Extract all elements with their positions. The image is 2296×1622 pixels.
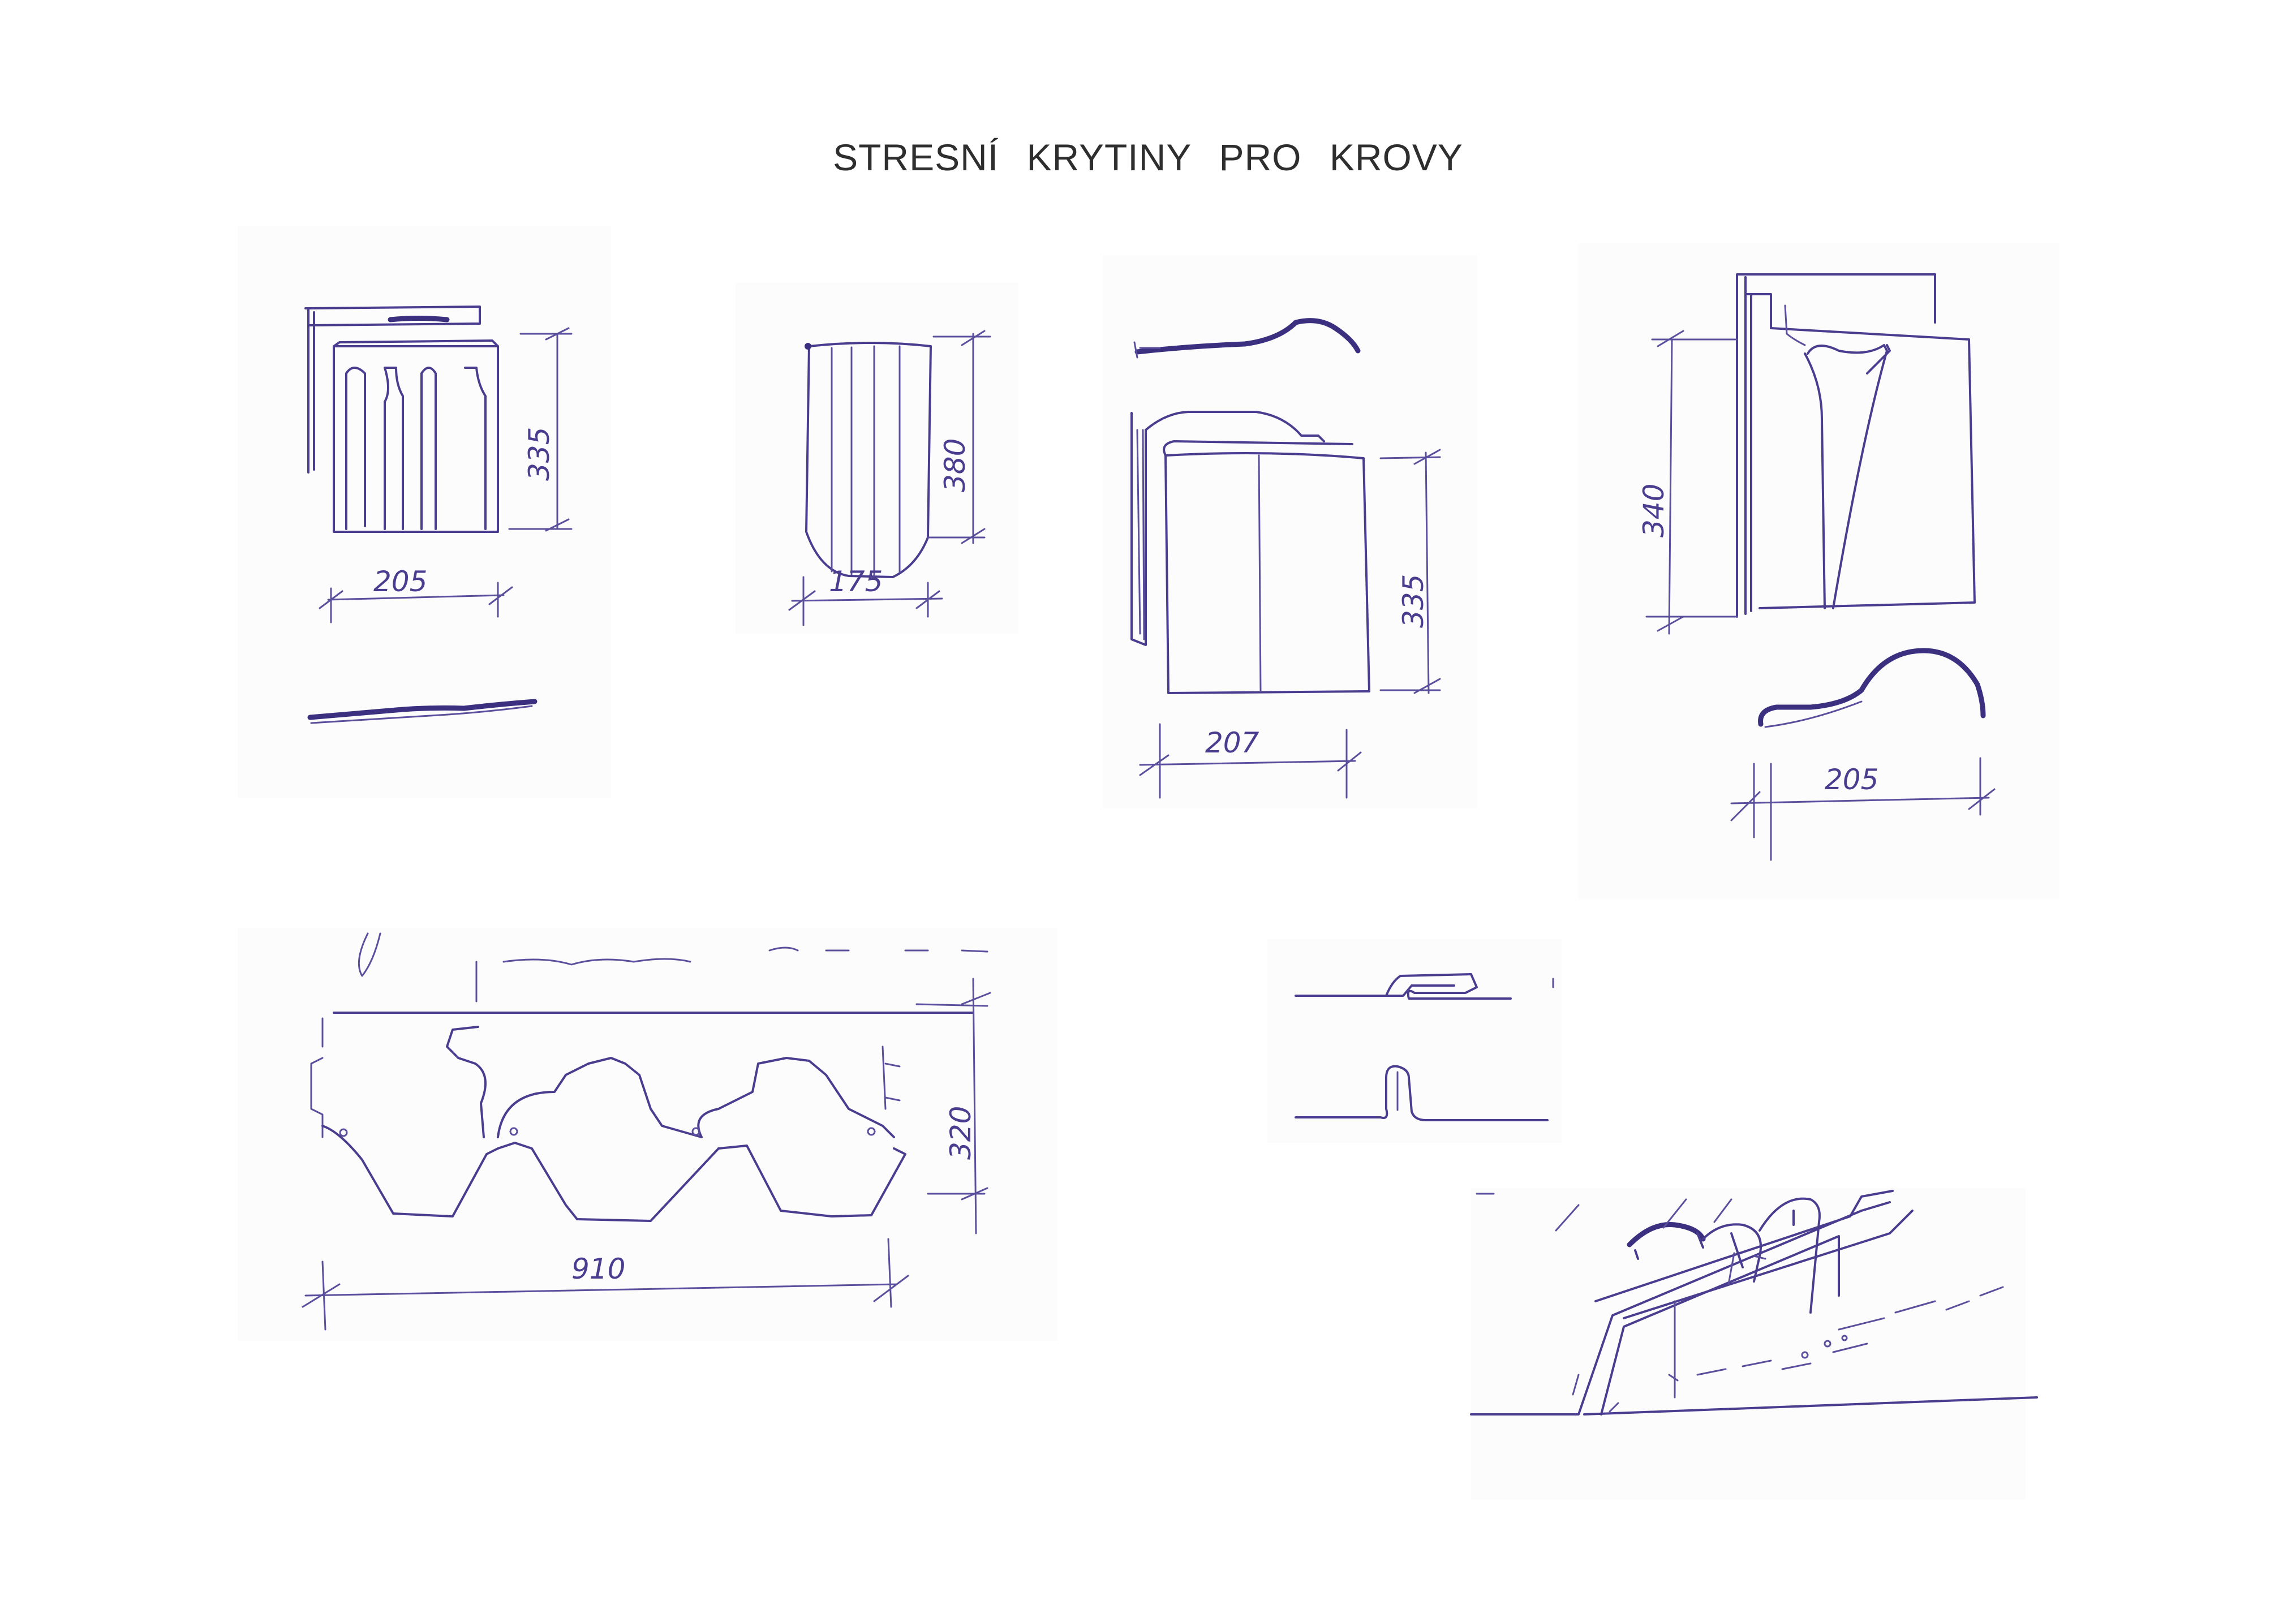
- tile-2-width-label: 175: [829, 565, 883, 598]
- tile-3-width-label: 207: [1205, 726, 1259, 759]
- sketch-tile-2: 380 175: [788, 330, 991, 626]
- sketch-tile-3: 335 207: [1130, 318, 1441, 799]
- sketch-seam-joints: [1295, 973, 1554, 1121]
- sketch-shingle-strip: 320 910: [302, 932, 991, 1331]
- tile-1-width-label: 205: [373, 565, 427, 598]
- tile-3-height-label: 335: [1397, 574, 1430, 628]
- shingle-width-label: 910: [571, 1253, 625, 1285]
- shingle-height-label: 320: [944, 1106, 977, 1160]
- tile-4-width-label: 205: [1825, 763, 1878, 796]
- tile-4-height-label: 340: [1637, 484, 1670, 537]
- page-title: STRESNÍ KRYTINY PRO KROVY: [833, 136, 1463, 178]
- tile-1-height-label: 335: [523, 427, 556, 481]
- tile-2-height-label: 380: [939, 438, 971, 492]
- sketch-tile-1: 335 205: [304, 306, 573, 724]
- sketch-tile-4: 340 205: [1637, 273, 1996, 861]
- sketch-roof-section: [1470, 1190, 2038, 1416]
